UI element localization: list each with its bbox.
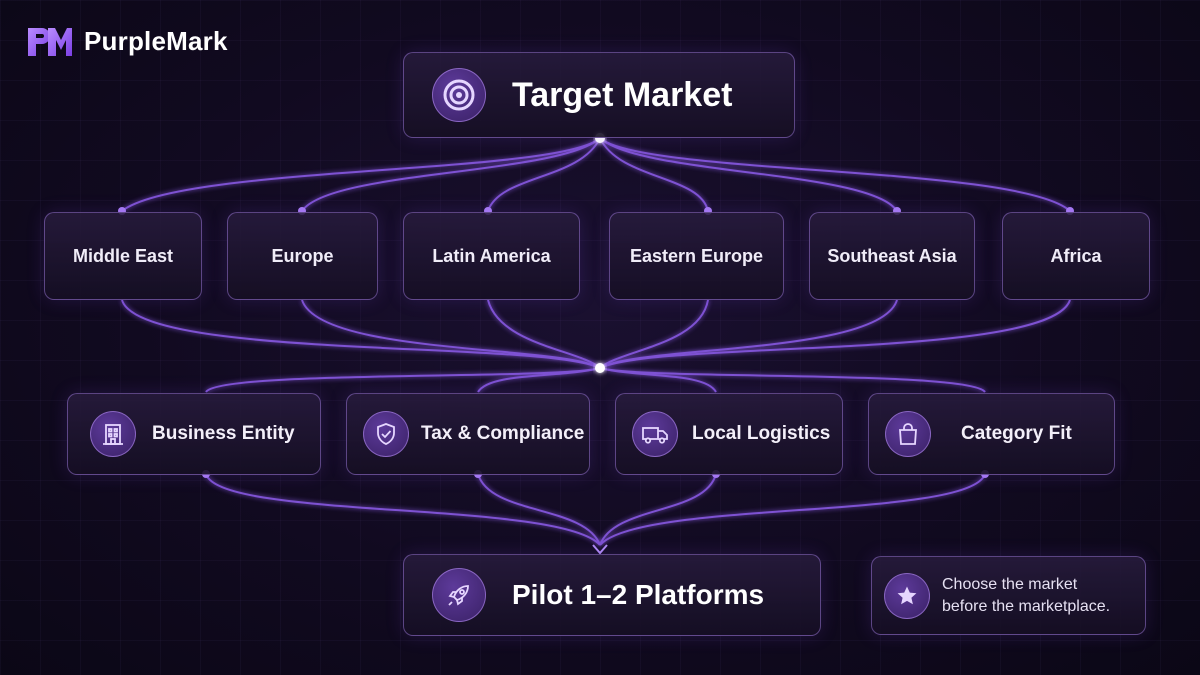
- shopping-bag-icon: [885, 411, 931, 457]
- tip-note-line-2: before the marketplace.: [942, 597, 1111, 615]
- middle-hub-node: [595, 363, 605, 373]
- factor-category-fit: Category Fit: [868, 393, 1115, 475]
- region-label: Middle East: [72, 245, 174, 266]
- shield-check-icon: [363, 411, 409, 457]
- region-box-latin-america: Latin America: [403, 212, 580, 300]
- brand-name: PurpleMark: [84, 25, 228, 56]
- region-box-europe: Europe: [227, 212, 378, 300]
- region-label: Europe: [271, 245, 334, 266]
- region-box-southeast-asia: Southeast Asia: [809, 212, 975, 300]
- star-icon: [884, 572, 930, 619]
- factor-business-entity: Business Entity: [67, 393, 321, 475]
- factor-label: Local Logistics: [692, 423, 831, 444]
- region-label: Latin America: [432, 245, 551, 266]
- region-label: Africa: [1050, 245, 1102, 266]
- brand-logo: PurpleMark: [26, 24, 228, 58]
- factor-label: Tax & Compliance: [421, 423, 585, 444]
- region-label: Eastern Europe: [629, 245, 764, 266]
- building-icon: [90, 411, 136, 457]
- region-box-middle-east: Middle East: [44, 212, 202, 300]
- truck-icon: [632, 411, 678, 457]
- arrow-head: [592, 544, 608, 555]
- factor-local-logistics: Local Logistics: [615, 393, 843, 475]
- region-box-eastern-europe: Eastern Europe: [609, 212, 784, 300]
- pilot-platforms-label: Pilot 1–2 Platforms: [512, 579, 765, 610]
- pilot-platforms-box: Pilot 1–2 Platforms: [403, 554, 821, 636]
- tip-note-text: Choose the market before the marketplace…: [942, 574, 1110, 618]
- target-market-box: Target Market: [403, 52, 795, 138]
- region-label: Southeast Asia: [827, 245, 957, 266]
- target-icon: [432, 68, 486, 122]
- rocket-icon: [432, 568, 486, 622]
- factor-label: Category Fit: [961, 423, 1072, 444]
- region-box-africa: Africa: [1002, 212, 1150, 300]
- tip-note-line-1: Choose the market: [942, 575, 1078, 593]
- pm-logo-icon: [28, 28, 72, 56]
- tip-note-box: Choose the market before the marketplace…: [871, 556, 1146, 635]
- target-market-label: Target Market: [512, 75, 733, 114]
- factor-label: Business Entity: [152, 423, 295, 444]
- factor-tax-compliance: Tax & Compliance: [346, 393, 590, 475]
